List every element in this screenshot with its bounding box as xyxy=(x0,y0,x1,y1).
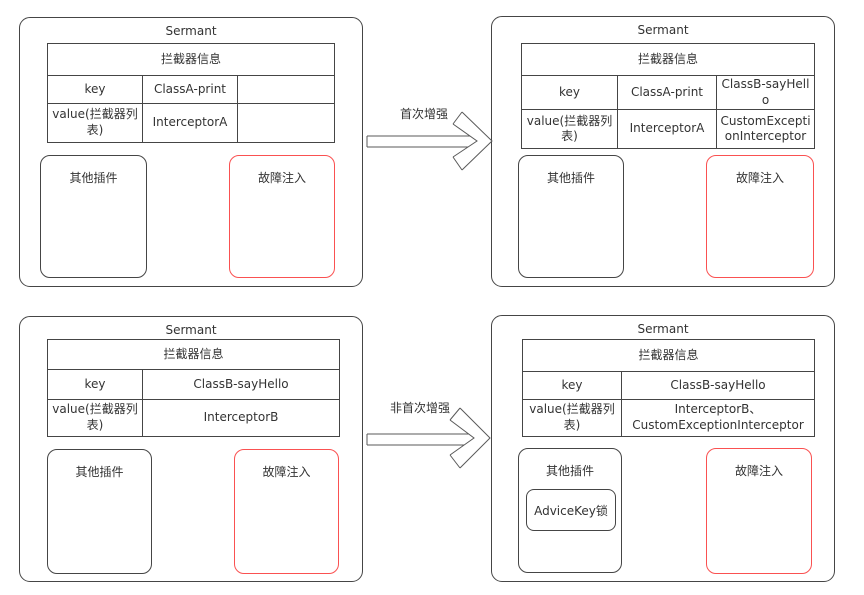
first-enhancement-arrow xyxy=(366,111,493,171)
table-header-cell: 拦截器信息 xyxy=(46,339,341,370)
interceptor-value-cell: CustomExceptionInterceptor xyxy=(715,109,816,150)
advice-key-lock-box: AdviceKey锁 xyxy=(526,489,616,531)
other-plugins-box: 其他插件 xyxy=(47,449,152,574)
interceptor-table: 拦截器信息 key ClassA-print ClassB-sayHello v… xyxy=(520,43,816,150)
interceptor-value-cell: InterceptorB、 CustomExceptionInterceptor xyxy=(620,399,816,437)
fault-injection-label: 故障注入 xyxy=(257,171,306,185)
interceptor-value-cell: InterceptorA xyxy=(617,109,717,150)
table-header-row: 拦截器信息 xyxy=(46,43,336,76)
table-row: key ClassB-sayHello xyxy=(47,369,341,400)
key-value-cell: ClassB-sayHello xyxy=(620,371,816,400)
key-value-cell: ClassB-sayHello xyxy=(715,74,816,111)
other-plugins-box: 其他插件 xyxy=(518,155,624,278)
value-label-cell: value(拦截器列表) xyxy=(47,103,143,143)
advice-key-lock-label: AdviceKey锁 xyxy=(534,503,608,518)
sermant-panel-top-right: Sermant 拦截器信息 key ClassA-print ClassB-sa… xyxy=(491,16,835,287)
fault-injection-label: 故障注入 xyxy=(734,464,783,478)
table-row: value(拦截器列表) InterceptorA CustomExceptio… xyxy=(521,109,816,150)
table-row: value(拦截器列表) InterceptorB xyxy=(47,399,341,437)
interceptor-value-cell xyxy=(236,103,336,143)
key-value-cell: ClassB-sayHello xyxy=(141,369,341,400)
fault-injection-box: 故障注入 xyxy=(234,449,339,574)
fault-injection-label: 故障注入 xyxy=(262,465,311,479)
panel-title: Sermant xyxy=(637,322,689,336)
interceptor-table: 拦截器信息 key ClassB-sayHello value(拦截器列表) I… xyxy=(521,339,816,437)
sermant-panel-bottom-right: Sermant 拦截器信息 key ClassB-sayHello value(… xyxy=(491,315,835,582)
table-row: key ClassA-print xyxy=(47,75,336,104)
panel-title: Sermant xyxy=(165,323,217,337)
interceptor-value-cell: InterceptorB xyxy=(141,399,341,437)
other-plugins-label: 其他插件 xyxy=(545,464,594,478)
key-label-cell: key xyxy=(522,371,622,400)
panel-title: Sermant xyxy=(165,24,217,38)
table-row: value(拦截器列表) InterceptorB、 CustomExcepti… xyxy=(522,399,816,437)
value-label-cell: value(拦截器列表) xyxy=(522,399,622,437)
key-value-cell: ClassA-print xyxy=(617,74,717,111)
interceptor-table: 拦截器信息 key ClassB-sayHello value(拦截器列表) I… xyxy=(46,339,341,437)
other-plugins-label: 其他插件 xyxy=(546,171,595,185)
table-row: key ClassB-sayHello xyxy=(522,371,816,400)
interceptor-table: 拦截器信息 key ClassA-print value(拦截器列表) Inte… xyxy=(46,43,336,143)
non-first-enhancement-arrow-label: 非首次增强 xyxy=(389,401,450,415)
first-enhancement-arrow-label: 首次增强 xyxy=(399,107,448,121)
key-label-cell: key xyxy=(521,74,618,111)
key-value-cell xyxy=(236,75,336,104)
interceptor-value-cell: InterceptorA xyxy=(142,103,238,143)
table-header-row: 拦截器信息 xyxy=(520,43,816,76)
non-first-enhancement-arrow xyxy=(366,407,491,469)
value-label-cell: value(拦截器列表) xyxy=(47,399,143,437)
table-row: value(拦截器列表) InterceptorA xyxy=(47,103,336,143)
table-row: key ClassA-print ClassB-sayHello xyxy=(521,74,816,111)
sermant-panel-bottom-left: Sermant 拦截器信息 key ClassB-sayHello value(… xyxy=(19,316,363,582)
key-label-cell: key xyxy=(47,75,143,104)
table-header-cell: 拦截器信息 xyxy=(46,43,336,76)
other-plugins-label: 其他插件 xyxy=(75,465,124,479)
panel-title: Sermant xyxy=(637,23,689,37)
table-header-row: 拦截器信息 xyxy=(46,339,341,370)
fault-injection-box: 故障注入 xyxy=(706,448,812,574)
fault-injection-box: 故障注入 xyxy=(706,155,814,278)
sermant-panel-top-left: Sermant 拦截器信息 key ClassA-print value(拦截器… xyxy=(19,17,363,287)
other-plugins-box: 其他插件 AdviceKey锁 xyxy=(518,448,622,573)
fault-injection-box: 故障注入 xyxy=(229,155,335,278)
table-header-cell: 拦截器信息 xyxy=(521,339,816,372)
table-header-cell: 拦截器信息 xyxy=(520,43,816,76)
other-plugins-box: 其他插件 xyxy=(40,155,147,278)
fault-injection-label: 故障注入 xyxy=(735,171,784,185)
table-header-row: 拦截器信息 xyxy=(521,339,816,372)
other-plugins-label: 其他插件 xyxy=(69,171,118,185)
key-value-cell: ClassA-print xyxy=(142,75,238,104)
value-label-cell: value(拦截器列表) xyxy=(521,109,618,150)
key-label-cell: key xyxy=(47,369,143,400)
